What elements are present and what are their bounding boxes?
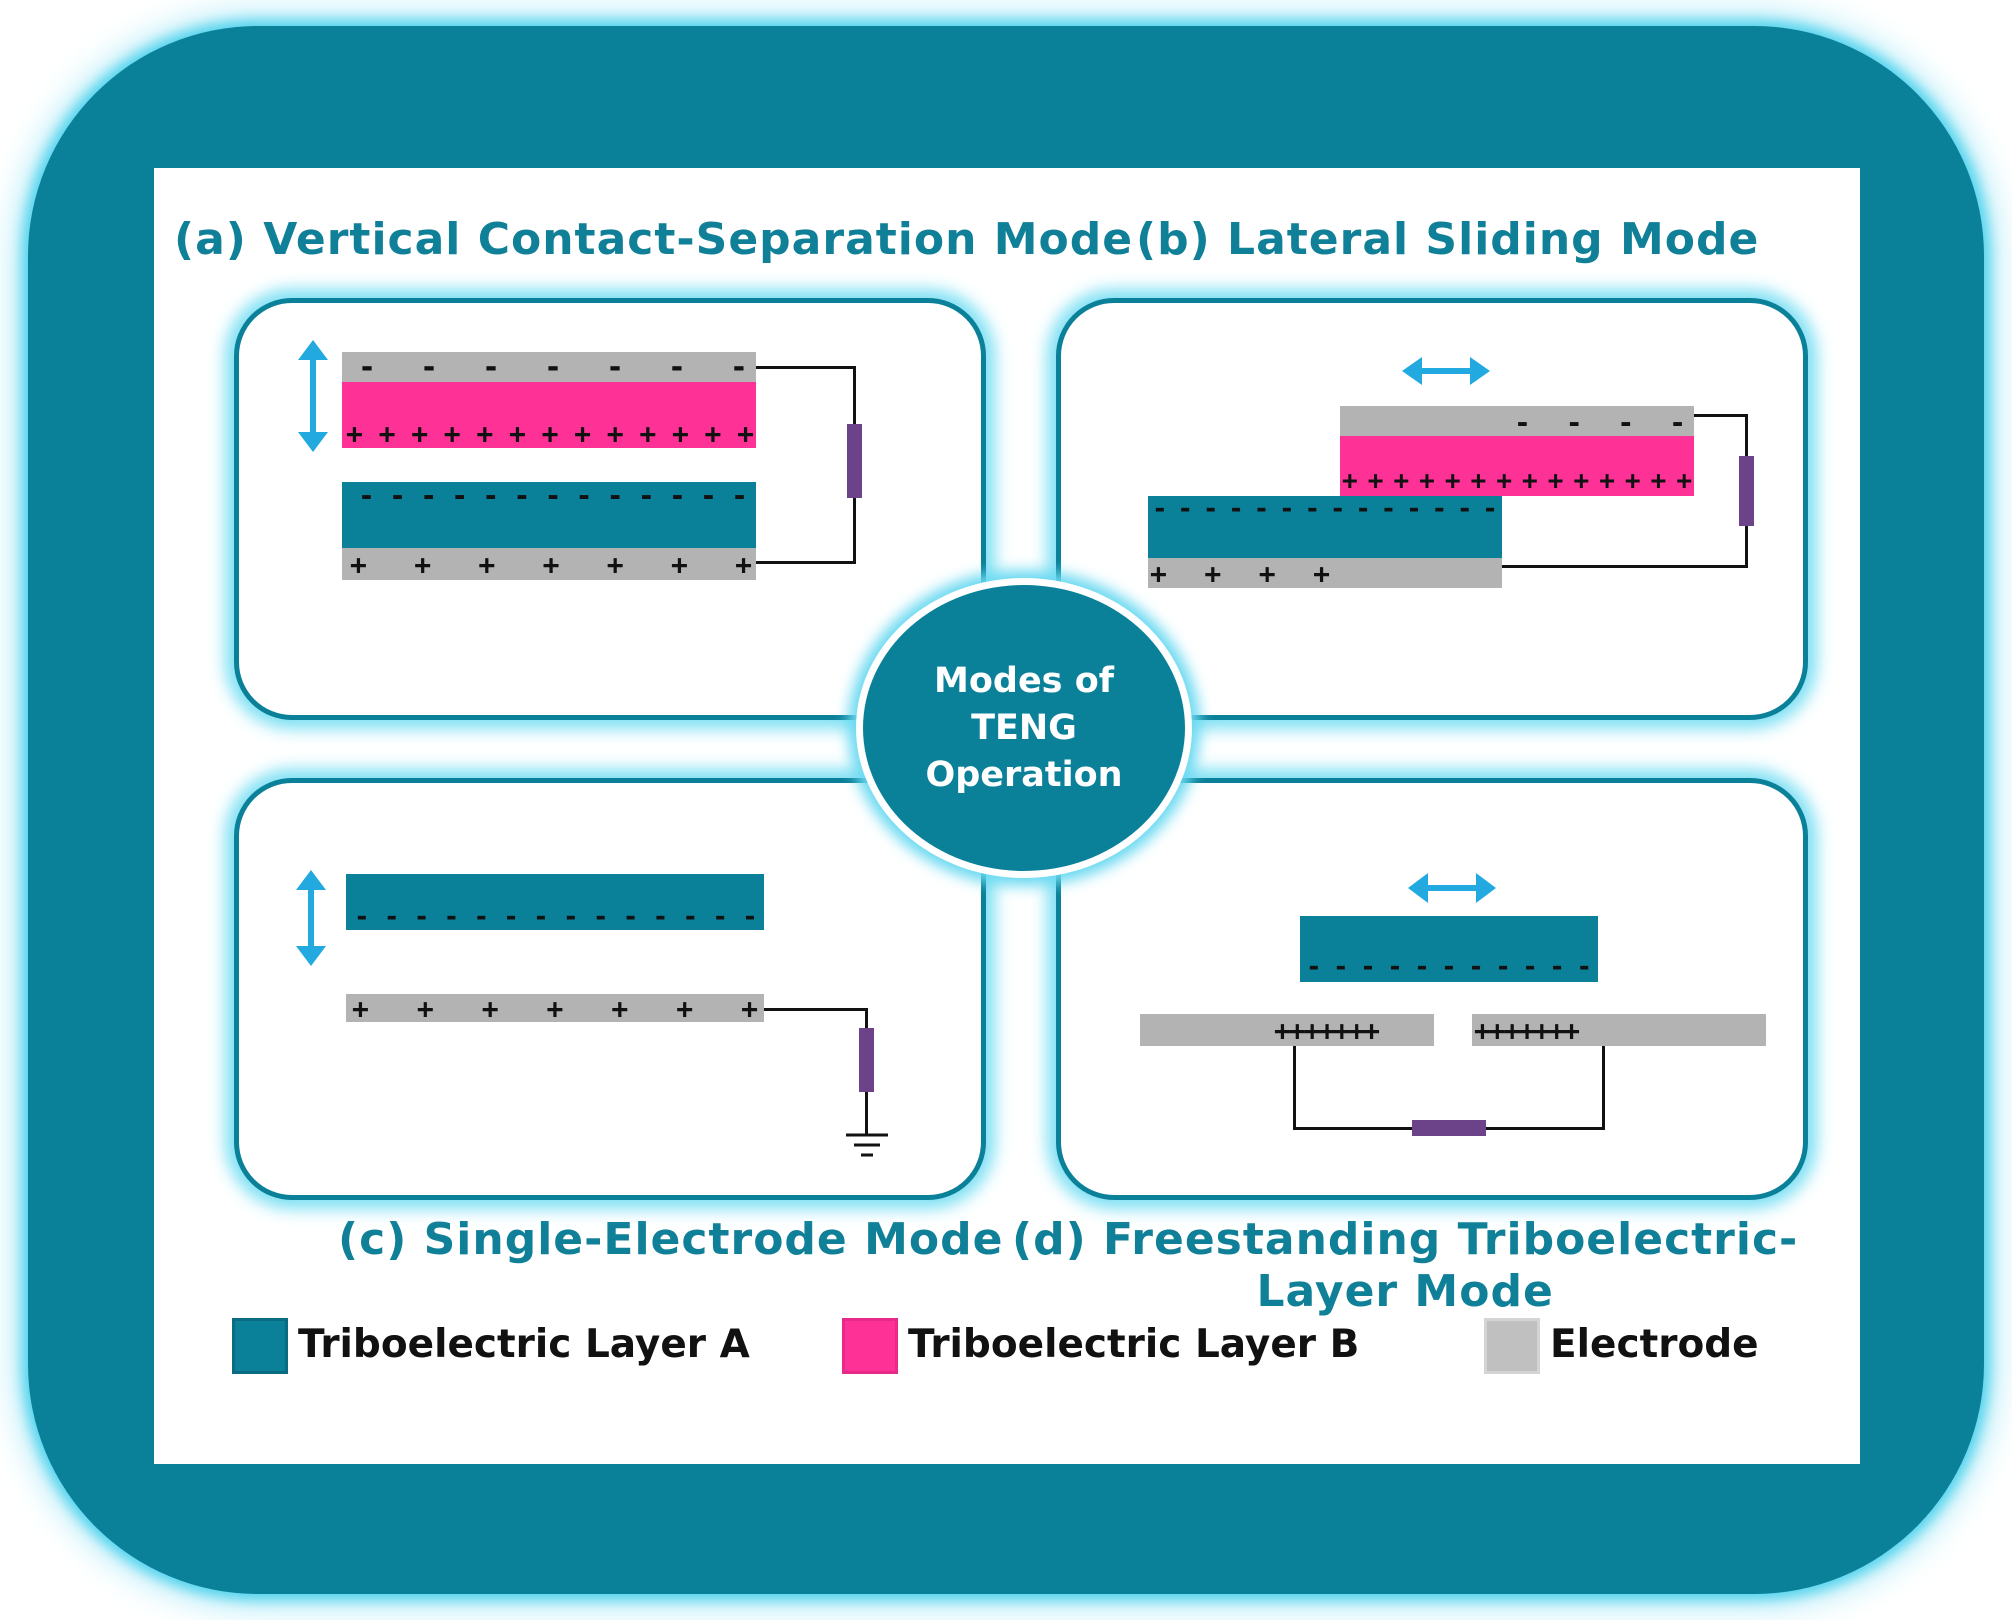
panel-b-title: (b) Lateral Sliding Mode (1136, 214, 1760, 265)
panel-d-left-electrode-charges: +++++++ (1274, 1013, 1380, 1047)
panel-d-wire-right (1602, 1046, 1605, 1130)
panel-a-bottom-electrode-charges: +++++++ (350, 547, 752, 581)
legend-label-layer-b: Triboelectric Layer B (908, 1322, 1360, 1367)
center-circle: Modes of TENG Operation (856, 578, 1192, 878)
panel-c-layer-a-charges: -------------- (354, 902, 758, 932)
panel-c-box (234, 778, 986, 1200)
panel-b-layer-b (1340, 436, 1694, 496)
center-title: Modes of TENG Operation (925, 660, 1123, 795)
panel-c-electrode (346, 994, 764, 1022)
panel-a-resistor (847, 424, 862, 498)
panel-c-vertical-arrow-icon (296, 870, 326, 966)
panel-b-layer-a-charges: -------------- (1152, 494, 1498, 524)
panel-a-layer-a-charges: ------------- (358, 478, 748, 512)
panel-b-top-electrode-charges: ---- (1514, 405, 1686, 439)
panel-d-title: (d) Freestanding Triboelectric- Layer Mo… (1012, 1214, 1799, 1317)
panel-b-wire-top (1694, 414, 1748, 417)
panel-b-layer-a (1148, 496, 1502, 558)
panel-d-layer-a (1300, 916, 1598, 982)
panel-b-layer-b-charges: ++++++++++++++ (1342, 466, 1692, 496)
panel-d-right-electrode-charges: +++++++ (1474, 1013, 1580, 1047)
panel-d-box (1056, 778, 1808, 1200)
panel-c-wire-horizontal (764, 1008, 868, 1011)
legend-swatch-electrode (1484, 1318, 1540, 1374)
panel-c-title: (c) Single-Electrode Mode (338, 1214, 1004, 1265)
panel-c-layer-a (346, 874, 764, 930)
panel-a-layer-b (342, 382, 756, 448)
legend-swatch-layer-a (232, 1318, 288, 1374)
panel-d-left-electrode (1140, 1014, 1434, 1046)
panel-b-resistor (1739, 456, 1754, 526)
panel-d-resistor (1412, 1120, 1486, 1136)
panel-b-wire-bottom (1502, 565, 1748, 568)
panel-b-bottom-electrode (1148, 558, 1502, 588)
panel-a-wire-bottom (756, 561, 856, 564)
panel-c-resistor (859, 1028, 874, 1092)
panel-a-top-electrode (342, 352, 756, 382)
panel-b-top-electrode (1340, 406, 1694, 436)
legend-label-layer-a: Triboelectric Layer A (298, 1322, 750, 1367)
panel-c-ground-icon (846, 1133, 888, 1157)
panel-b-horizontal-arrow-icon (1402, 357, 1490, 385)
panel-a-layer-b-charges: +++++++++++++ (346, 416, 754, 450)
legend-label-electrode: Electrode (1550, 1322, 1759, 1367)
panel-a-title: (a) Vertical Contact-Separation Mode (174, 214, 1134, 265)
panel-b-bottom-electrode-charges: ++++ (1150, 556, 1330, 590)
legend-swatch-layer-b (842, 1318, 898, 1374)
panel-d-layer-a-charges: ----------- (1306, 952, 1592, 982)
panel-a-bottom-electrode (342, 548, 756, 580)
panel-a-top-electrode-charges: ------- (358, 349, 748, 385)
panel-d-horizontal-arrow-icon (1408, 873, 1496, 903)
panel-a-wire-top (756, 366, 856, 369)
panel-c-electrode-charges: +++++++ (352, 991, 758, 1025)
panel-a-layer-a (342, 482, 756, 548)
panel-d-wire-left (1293, 1046, 1296, 1130)
panel-d-right-electrode (1472, 1014, 1766, 1046)
panel-a-vertical-arrow-icon (298, 340, 328, 452)
